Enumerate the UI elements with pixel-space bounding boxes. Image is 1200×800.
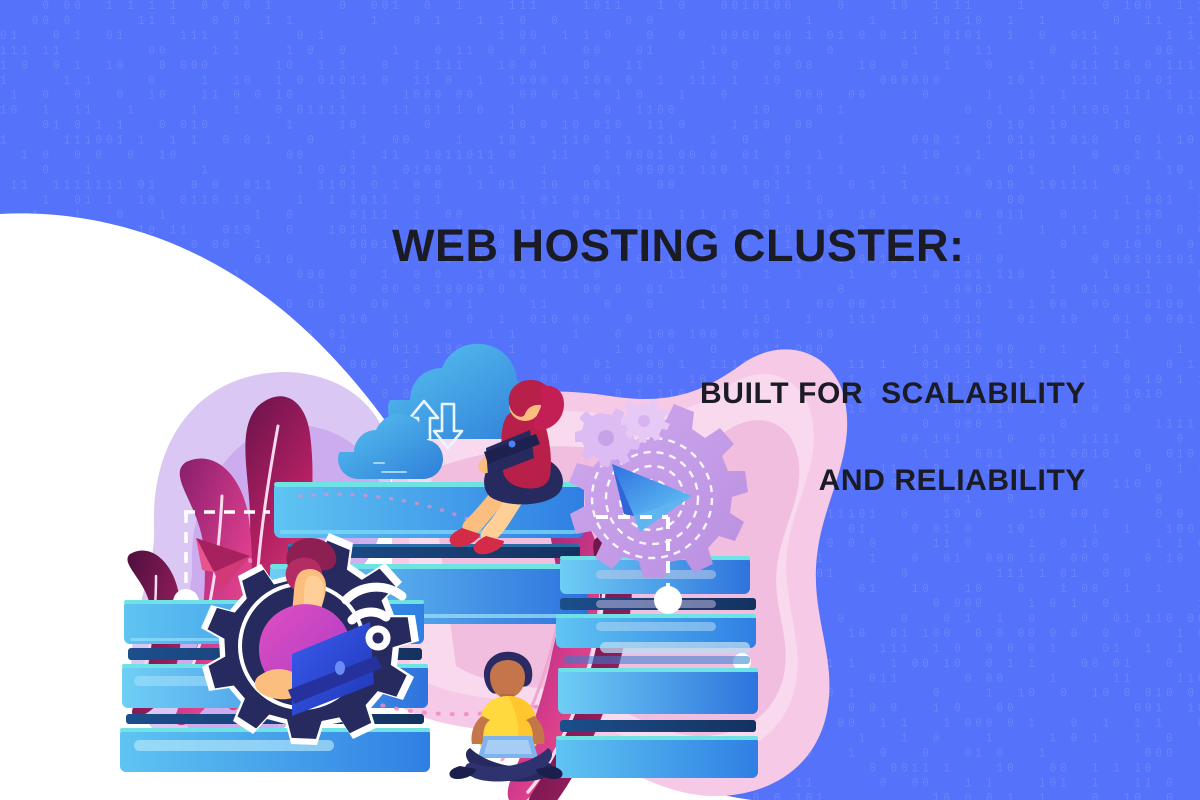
paper-plane-magenta (196, 538, 250, 590)
subtitle-line-1: BUILT FOR SCALABILITY (700, 376, 1086, 410)
server-stack-right (556, 556, 758, 778)
gear-small-b (621, 399, 670, 443)
page-subtitle: BUILT FOR SCALABILITY AND RELIABILITY (466, 328, 1086, 546)
subtitle-line-2: AND RELIABILITY (818, 463, 1086, 497)
paper-plane-blue (612, 464, 692, 532)
seated-developer (449, 651, 563, 782)
cloud-small-icon (338, 413, 443, 479)
dashed-connector-right (596, 515, 682, 614)
laptop-girl (449, 380, 564, 555)
page-title: WEB HOSTING CLUSTER: (392, 220, 965, 271)
cloud-sync-icon (388, 343, 542, 450)
wifi-icon (341, 582, 407, 625)
gear-engineer (201, 533, 419, 745)
